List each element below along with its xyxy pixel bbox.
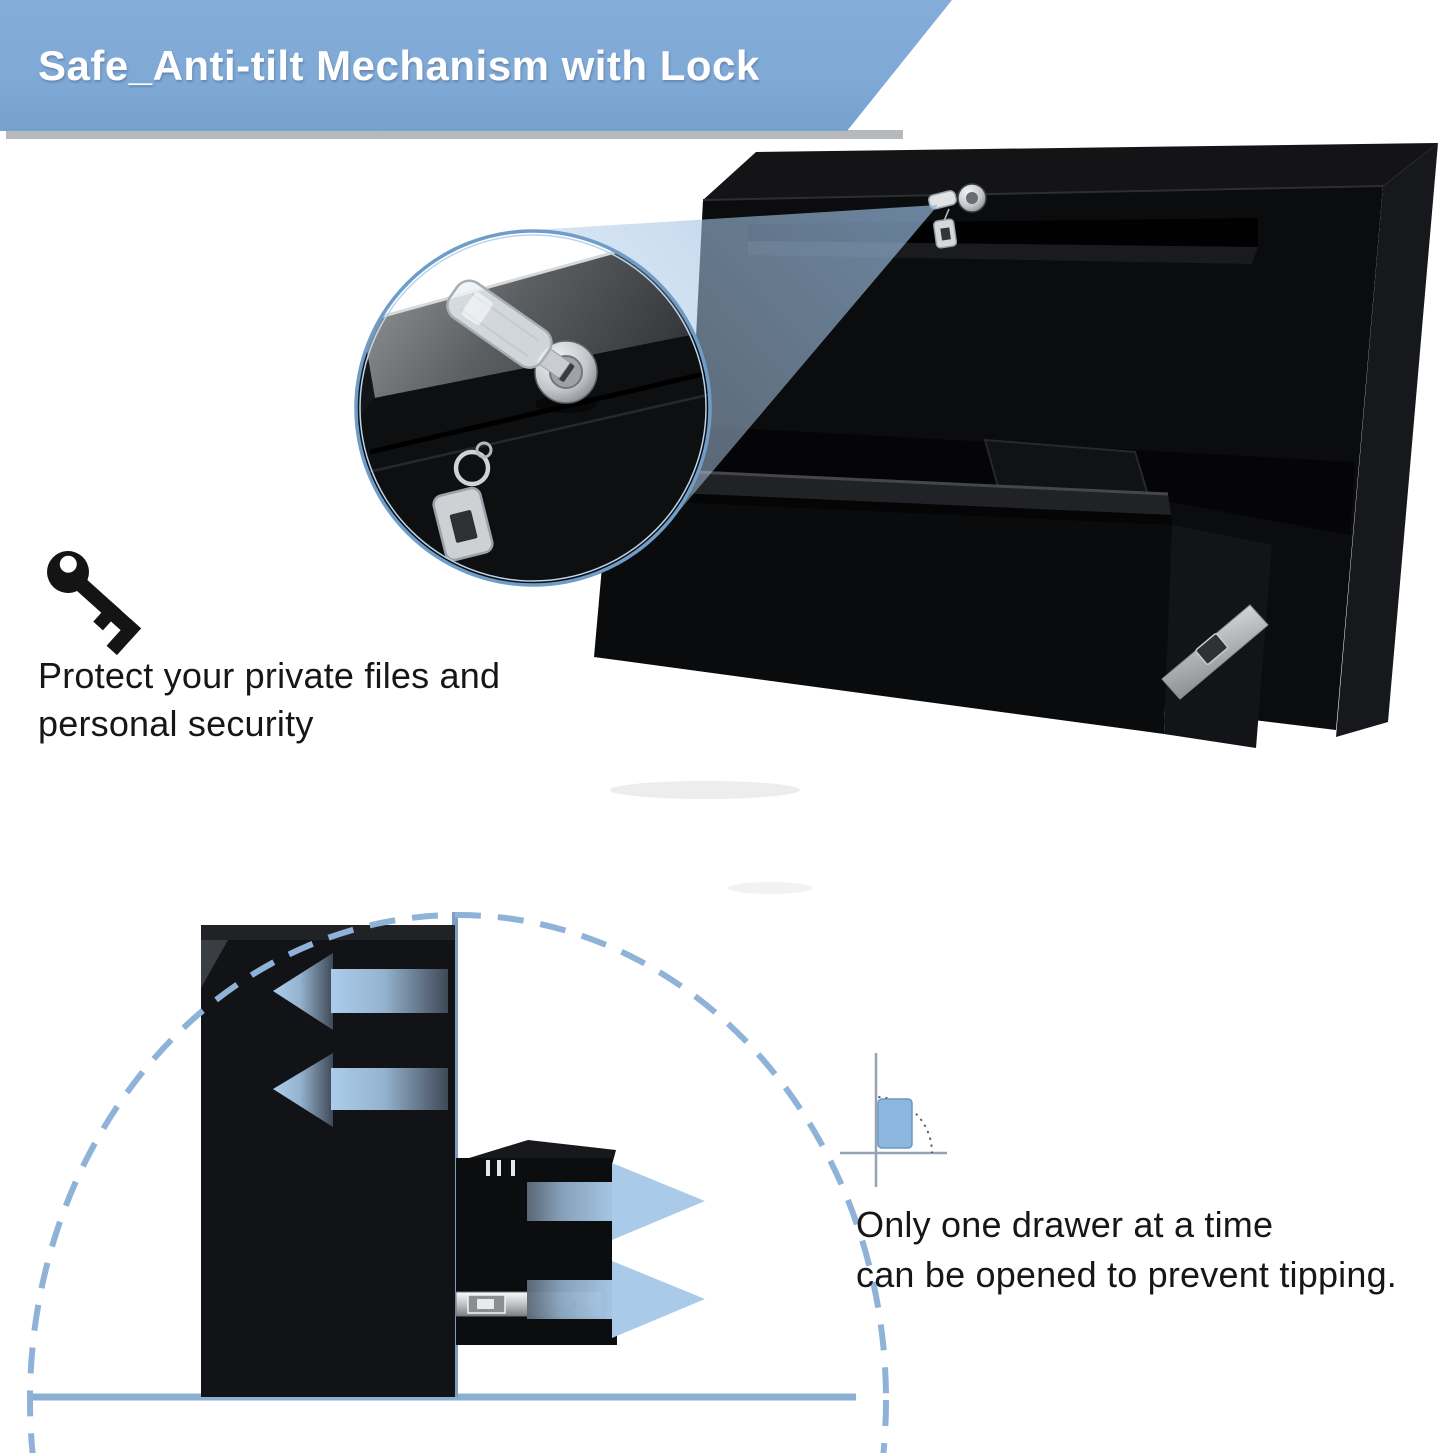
arrow-right-1 xyxy=(527,1163,705,1240)
tipping-arc xyxy=(27,912,889,1453)
lock-caption: Protect your private files and personal … xyxy=(38,652,500,748)
zoom-inserted-key xyxy=(446,279,571,379)
zoom-groove-2 xyxy=(367,392,709,474)
drawer-slit-2 xyxy=(497,1160,501,1176)
angle-square xyxy=(877,1098,913,1149)
zoom-key-window xyxy=(461,292,493,325)
arrow-left-1-head xyxy=(273,953,333,1030)
arrow-left-1-tail xyxy=(331,969,448,1013)
lock-caption-line1: Protect your private files and xyxy=(38,655,501,696)
arrow-right-1-head xyxy=(612,1163,705,1240)
push-back-arrows xyxy=(273,953,448,1127)
cabinet-right-face xyxy=(1336,143,1438,737)
cabinet-photo xyxy=(594,143,1438,894)
drawer-shadow-2 xyxy=(728,882,812,894)
diagram-rail-latch-window xyxy=(477,1299,494,1309)
title-banner: Safe_Anti-tilt Mechanism with Lock xyxy=(0,0,952,131)
hanging-key-hole xyxy=(940,227,951,241)
arrow-right-2-tail xyxy=(527,1280,613,1319)
zoom-circle-rim xyxy=(354,229,712,587)
drawer-shadow xyxy=(610,781,800,799)
arrow-left-2-tail xyxy=(331,1068,448,1110)
arrow-right-1-tail xyxy=(527,1182,613,1221)
zoom-cabinet-top-edge xyxy=(362,243,709,398)
arrow-left-1 xyxy=(273,953,448,1030)
zoom-groove xyxy=(369,369,709,455)
zoom-key-link xyxy=(475,441,493,459)
lock-caption-line2: personal security xyxy=(38,703,314,744)
key-icon xyxy=(47,551,142,656)
zoom-circle-rim-inner xyxy=(359,234,707,582)
zoom-hanging-key xyxy=(432,486,494,562)
slide-rail-latch xyxy=(1195,633,1229,665)
pull-out-arrows xyxy=(527,1163,705,1338)
drawer-slit-3 xyxy=(511,1160,515,1176)
arrow-right-2-head xyxy=(612,1261,705,1338)
open-drawer-top-band xyxy=(610,468,1171,515)
banner-underline xyxy=(6,130,903,139)
key-icon-tooth-1 xyxy=(106,618,142,656)
right-angle-icon xyxy=(840,1053,947,1187)
open-drawer-groove xyxy=(610,490,1172,527)
cabinet-top-face xyxy=(703,143,1438,200)
arrow-left-2-head xyxy=(273,1053,333,1127)
key-chain xyxy=(943,208,950,222)
arrow-right-2 xyxy=(527,1261,705,1338)
key-icon-hole xyxy=(59,555,77,573)
page-title: Safe_Anti-tilt Mechanism with Lock xyxy=(38,41,760,89)
arrow-left-2 xyxy=(273,1053,448,1127)
key-icon-tooth-2 xyxy=(93,601,121,631)
zoom-keyway xyxy=(557,362,575,382)
zoom-edge-highlight xyxy=(361,241,649,324)
front-top-edge xyxy=(702,185,1384,201)
open-drawer xyxy=(594,438,1272,748)
cabinet-lock xyxy=(928,183,987,249)
anti-tilt-caption-line1: Only one drawer at a time xyxy=(856,1204,1274,1245)
drawer-slit-1 xyxy=(486,1160,490,1176)
zoom-key-ring xyxy=(453,449,491,487)
inserted-key-head xyxy=(928,190,957,210)
silhouette-top-lip xyxy=(201,925,455,940)
anti-tilt-caption-line2: can be opened to prevent tipping. xyxy=(856,1254,1398,1295)
anti-tilt-diagram xyxy=(27,912,947,1453)
anti-tilt-caption: Only one drawer at a time can be opened … xyxy=(856,1200,1397,1300)
zoom-hanging-key-hole xyxy=(449,510,478,543)
silhouette-corner-notch xyxy=(201,940,228,988)
open-drawer-front xyxy=(594,499,1172,734)
lock-core xyxy=(966,192,978,204)
